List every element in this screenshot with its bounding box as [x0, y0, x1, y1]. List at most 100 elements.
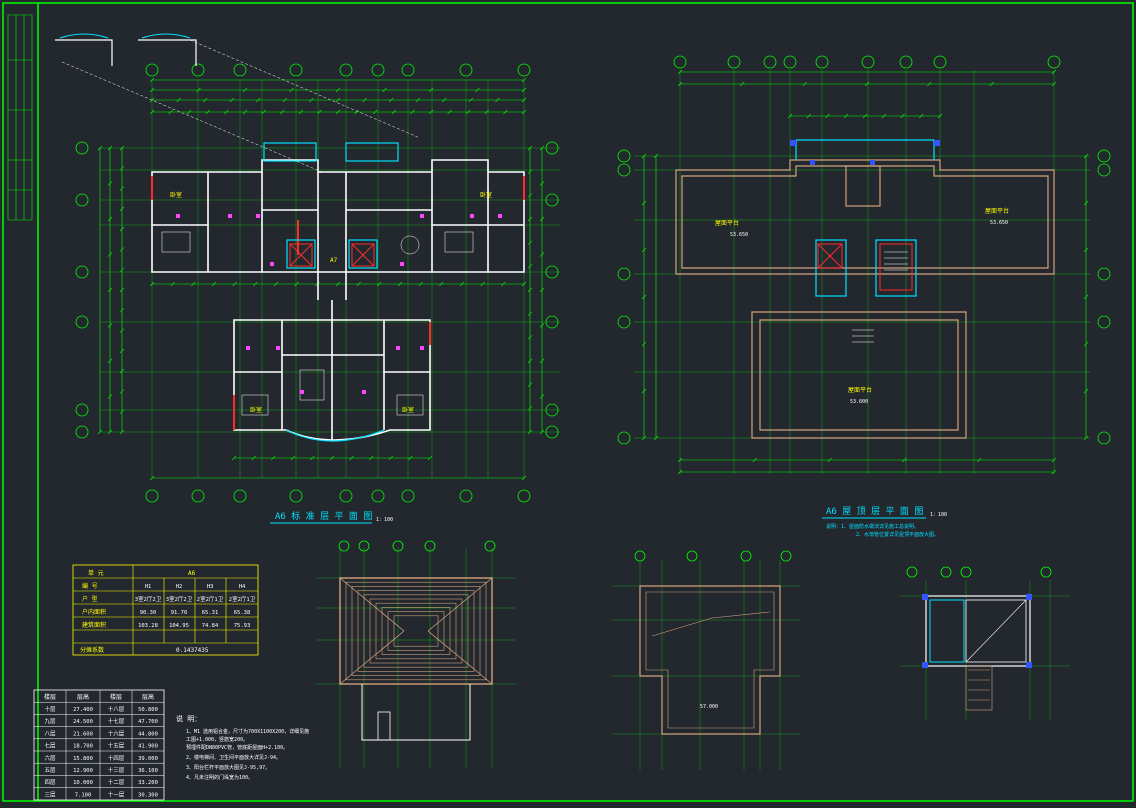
dimension-tick	[119, 267, 125, 272]
dimension-tick	[787, 113, 793, 119]
unit-cell: 91.76	[171, 610, 188, 616]
unit-cell: 65.31	[202, 610, 219, 616]
unit-cell: 103.28	[138, 623, 158, 629]
dimension-tick	[224, 109, 229, 115]
dimension-tick	[107, 287, 113, 293]
door-tag	[420, 346, 424, 350]
unit-cell: 3室2厅2卫	[166, 595, 193, 603]
dimension-tick	[335, 97, 341, 103]
floor-table-cell: 三层	[44, 791, 56, 798]
note-line: 2、楼电梯间、卫生间平面放大详见J-94。	[186, 754, 281, 761]
dimension-tick	[119, 226, 125, 232]
dimension-tick	[149, 281, 155, 287]
floor-table-cell: 39.000	[138, 756, 158, 762]
dimension-tick	[976, 457, 982, 463]
dimension-tick	[1083, 435, 1089, 441]
roof-cyan-structures	[795, 139, 935, 297]
axis-bubble	[940, 566, 952, 578]
axis-bubble	[191, 489, 205, 503]
axis-bubble	[339, 489, 353, 503]
dimension-tick	[289, 87, 294, 93]
dimension-tick	[388, 97, 394, 103]
axis-bubble	[392, 540, 404, 552]
floor-table-header: 层高	[77, 693, 89, 701]
axis-bubble	[371, 489, 385, 503]
dimension-tick	[119, 145, 125, 151]
floor-table-cell: 21.600	[73, 731, 93, 737]
standard-plan-title: A6 标 准 层 平 面 图	[275, 510, 372, 522]
dimension-tick	[149, 475, 155, 481]
title-strip	[7, 14, 33, 221]
floor-table-cell: 八层	[44, 730, 56, 737]
dimension-tick	[418, 281, 423, 287]
unit-cell: H4	[239, 584, 246, 590]
roof-note-1: 说明：1、屋面防水做法详见施工总说明。	[826, 523, 919, 530]
dimension-tick	[242, 109, 248, 115]
dimension-tick	[527, 193, 533, 198]
axis-bubble	[191, 63, 205, 77]
dimension-tick	[377, 281, 382, 287]
dimension-tick	[273, 281, 279, 287]
axis-bubble	[617, 431, 631, 445]
axis-bubble	[1097, 163, 1111, 177]
dimension-tick	[439, 281, 444, 287]
dimension-tick	[279, 109, 285, 115]
axis-bubble	[289, 489, 303, 503]
axis-bubble	[763, 55, 777, 69]
axis-bubble	[233, 489, 247, 503]
dimension-tick	[641, 294, 647, 300]
door-tag	[420, 214, 424, 218]
floor-table-cell: 24.500	[73, 719, 93, 725]
dimension-tick	[196, 87, 201, 93]
dimension-tick	[527, 335, 533, 340]
dimension-tick	[989, 81, 994, 87]
dimension-tick	[149, 87, 155, 93]
dimension-tick	[459, 281, 465, 287]
room-label: 卧室	[250, 406, 262, 414]
dimension-tick	[641, 341, 647, 347]
note-line: 3、阳台栏杆平面放大图见J-95,97。	[186, 764, 270, 771]
axis-bubble	[545, 265, 559, 279]
unit-row-label: 建筑面积	[82, 621, 106, 629]
dimension-tick	[495, 97, 500, 103]
floor-table-cell: 十二层	[108, 778, 125, 786]
roof-stair-steps	[852, 251, 908, 343]
dimension-tick	[539, 181, 545, 186]
dimension-tick	[1051, 457, 1057, 463]
dimension-tick	[382, 87, 387, 93]
floor-table-cell: 十三层	[108, 766, 125, 774]
unit-cell: H3	[207, 584, 214, 590]
dimension-tick	[527, 311, 533, 316]
dimension-tick	[107, 216, 113, 222]
share-value: 0.1437435	[176, 647, 209, 654]
dimension-tick	[119, 287, 125, 293]
dimension-tick	[242, 87, 248, 93]
dimension-tick	[1083, 341, 1089, 347]
dimension-tick	[806, 113, 811, 119]
floor-table-cell: 15.800	[73, 756, 93, 762]
dimension-tick	[653, 435, 659, 441]
dimension-tick	[107, 323, 113, 328]
axis-bubble	[289, 63, 303, 77]
axis-bubble	[1040, 566, 1052, 578]
dimension-tick	[1083, 153, 1089, 159]
dimension-tick	[415, 97, 420, 103]
dimension-tick	[468, 97, 474, 103]
axis-bubble	[75, 193, 89, 207]
axis-bubble	[1097, 149, 1111, 163]
dimension-tick	[1083, 294, 1089, 300]
note-line: 工图+1.000，竖筋宽200。	[186, 736, 248, 743]
unit-cell: 104.95	[169, 623, 189, 629]
roof-tile-course	[393, 615, 439, 647]
dimension-tick	[927, 81, 932, 87]
dimension-tick	[107, 429, 113, 435]
door-tag	[300, 390, 304, 394]
dimension-tick	[521, 281, 527, 287]
floor-table-cell: 12.900	[73, 768, 93, 774]
floor-table-cell: 10.000	[73, 780, 93, 786]
parapet-roof-detail: 57.000	[612, 550, 800, 770]
door-tag	[400, 262, 404, 266]
axis-bubble	[517, 63, 531, 77]
